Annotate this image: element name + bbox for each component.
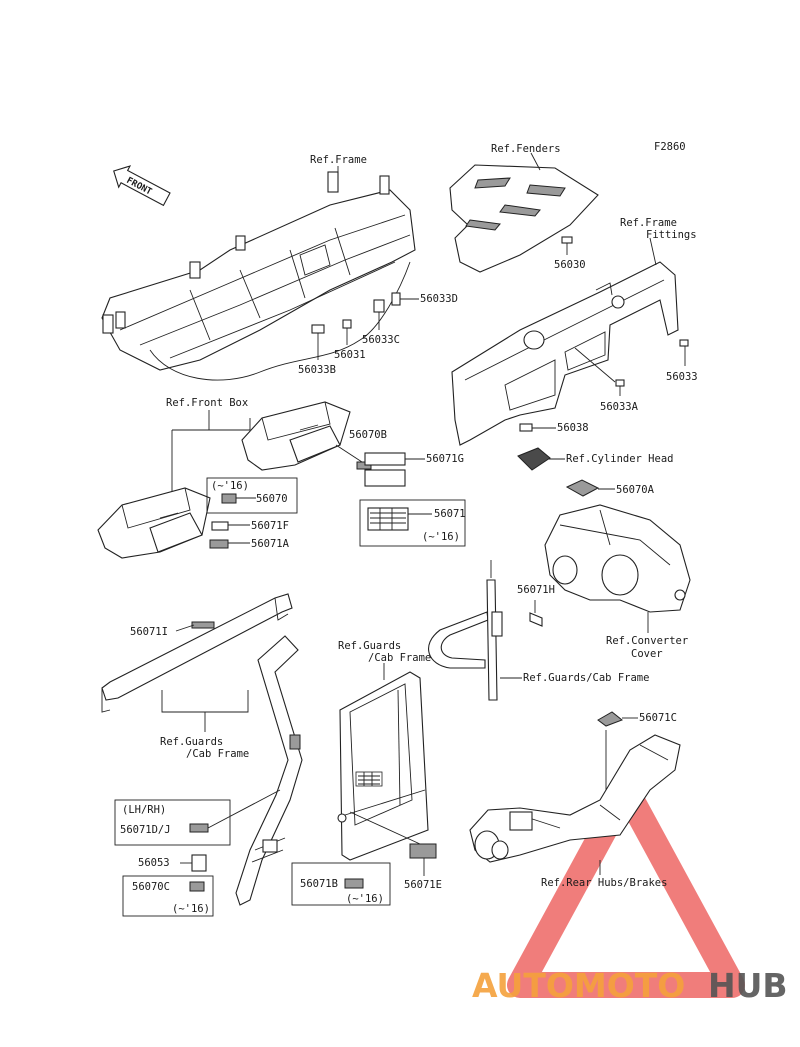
label-56071A-shape: [209, 539, 229, 549]
label-56070A-shape: [565, 479, 600, 497]
label-56053-shape: [191, 854, 207, 872]
ref-converter-cover-label-1: Ref.Converter: [606, 635, 688, 647]
label-56033-shape: [679, 339, 689, 347]
box-56071D-J: [114, 799, 231, 846]
ref-guards-cab-frame-a-label-2: /Cab Frame: [368, 652, 431, 664]
ref-front-box-label: Ref.Front Box: [166, 397, 248, 409]
part-56033: 56033: [666, 371, 698, 383]
box-56071B: [291, 862, 391, 906]
part-56071C: 56071C: [639, 712, 677, 724]
ref-guards-cab-frame-b-label-1: Ref.Guards: [160, 736, 223, 748]
label-56038-shape: [519, 423, 533, 432]
part-56071G: 56071G: [426, 453, 464, 465]
door-illustration: [337, 671, 429, 861]
part-56071F: 56071F: [251, 520, 289, 532]
part-56033C: 56033C: [362, 334, 400, 346]
label-56071B-shape: [344, 878, 364, 889]
figure-code: F2860: [654, 141, 686, 153]
note-until16-d: (~'16): [346, 893, 384, 905]
box-56070C: [122, 875, 214, 917]
label-56031-shape: [342, 319, 352, 329]
frame-fittings-illustration: [451, 261, 679, 446]
part-56033D: 56033D: [420, 293, 458, 305]
part-56071A: 56071A: [251, 538, 290, 550]
guard-handle-illustration: [428, 579, 503, 701]
converter-cover-illustration: [544, 504, 691, 613]
label-56071-sheet-shape: [367, 507, 409, 531]
part-56038: 56038: [557, 422, 589, 434]
label-56071G-lower-shape: [364, 469, 406, 487]
ref-rear-hubs-brakes-label: Ref.Rear Hubs/Brakes: [541, 877, 667, 889]
watermark-part2: HUB: [708, 966, 788, 1005]
label-56071H-shape: [529, 612, 543, 627]
label-56071C-shape: [597, 711, 623, 727]
front-box-upper-illustration: [241, 401, 351, 471]
ref-guards-cab-frame-c-label: Ref.Guards/Cab Frame: [523, 672, 649, 684]
part-56031: 56031: [334, 349, 366, 361]
ref-guards-cab-frame-a-label-1: Ref.Guards: [338, 640, 401, 652]
box-56070: [206, 477, 298, 514]
box-56071: [359, 499, 466, 547]
label-56030-shape: [561, 236, 573, 244]
watermark-logo-icon: [507, 777, 745, 998]
ref-cylinder-head-label: Ref.Cylinder Head: [566, 453, 673, 465]
label-56033A-shape: [615, 379, 625, 387]
label-56033D-shape: [391, 292, 401, 306]
label-56033C-shape: [373, 299, 385, 313]
label-56070-shape: [221, 493, 237, 504]
part-56071D-J: 56071D/J: [120, 824, 171, 836]
label-56071F-shape: [211, 521, 229, 531]
part-56070C: 56070C: [132, 881, 170, 893]
ref-guards-cab-frame-b-label-2: /Cab Frame: [186, 748, 249, 760]
part-56071: 56071: [434, 508, 466, 520]
fender-illustration: [449, 164, 599, 273]
rear-hub-illustration: [469, 734, 681, 863]
watermark-text: AUTOMOTO HUB: [472, 966, 788, 1005]
part-56070: 56070: [256, 493, 288, 505]
part-56033A: 56033A: [600, 401, 639, 413]
part-56071E: 56071E: [404, 879, 442, 891]
label-56071E-shape: [409, 843, 437, 859]
part-56070A: 56070A: [616, 484, 655, 496]
guard-bar-illustration: [101, 593, 293, 713]
cylinder-head-illustration: [517, 447, 551, 471]
rollover-pipe-illustration: [235, 635, 303, 906]
part-56071B: 56071B: [300, 878, 338, 890]
ref-fenders-label: Ref.Fenders: [491, 143, 561, 155]
front-box-lower-illustration: [97, 487, 211, 559]
frame-illustration: [101, 171, 416, 381]
note-lh-rh: (LH/RH): [122, 804, 166, 816]
part-56071H: 56071H: [517, 584, 555, 596]
part-56053: 56053: [138, 857, 170, 869]
note-until16-c: (~'16): [172, 903, 210, 915]
label-56070C-shape: [189, 881, 205, 892]
part-56033B: 56033B: [298, 364, 336, 376]
ref-frame-fittings-label-1: Ref.Frame: [620, 217, 677, 229]
ref-frame-label: Ref.Frame: [310, 154, 367, 166]
part-56071I: 56071I: [130, 626, 168, 638]
note-until16-b: (~'16): [422, 531, 460, 543]
part-56070B: 56070B: [349, 429, 387, 441]
label-56071I-shape: [191, 621, 215, 629]
watermark-part1: AUTOMOTO: [472, 966, 685, 1005]
label-56033B-shape: [311, 324, 325, 334]
label-56071D-J-shape: [189, 823, 209, 833]
part-56030: 56030: [554, 259, 586, 271]
front-arrow-icon: FRONT: [113, 165, 171, 207]
ref-frame-fittings-label-2: Fittings: [646, 229, 697, 241]
ref-converter-cover-label-2: Cover: [631, 648, 663, 660]
note-until16-a: (~'16): [211, 480, 249, 492]
label-56071G-upper-shape: [364, 452, 406, 466]
